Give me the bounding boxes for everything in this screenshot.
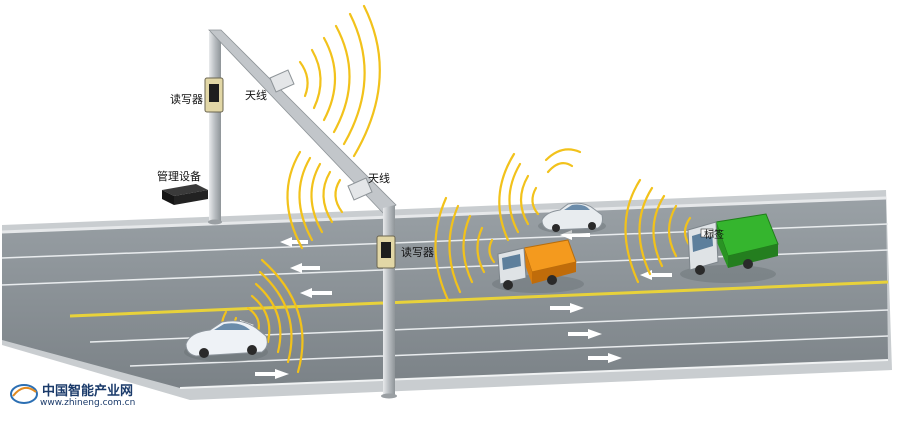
waves-antenna-mid: [286, 150, 344, 250]
reader-mid: [376, 235, 396, 269]
truck-green: [680, 213, 779, 283]
label-antenna-mid: 天线: [368, 172, 390, 185]
arrow-right-1: [550, 303, 584, 313]
arrow-right-2: [568, 329, 602, 339]
arrow-left-4: [640, 270, 672, 280]
arrow-right-3: [588, 353, 622, 363]
label-antenna-top: 天线: [245, 89, 267, 102]
waves-truck-orange: [434, 196, 496, 302]
logo-mark-icon: [10, 384, 38, 404]
car-white-left: [184, 320, 268, 362]
management-device: [162, 184, 208, 205]
reader-top: [204, 77, 224, 113]
logo-url: www.zhineng.com.cn: [40, 398, 136, 408]
truck-orange: [492, 239, 584, 293]
label-tag: 标签: [704, 230, 724, 241]
antenna-mid: [347, 177, 373, 201]
label-reader-mid: 读写器: [401, 246, 434, 259]
arrow-left-3: [300, 288, 332, 298]
arrow-left-5: [560, 230, 590, 240]
arrow-right-4: [255, 369, 289, 379]
arrow-left-1: [280, 237, 308, 247]
label-reader-top: 读写器: [170, 93, 203, 106]
arrow-left-2: [290, 263, 320, 273]
waves-car-top: [498, 148, 582, 242]
logo-title: 中国智能产业网: [42, 384, 134, 399]
antenna-top: [269, 69, 295, 93]
rfid-tag: [700, 228, 714, 238]
label-management-device: 管理设备: [157, 170, 201, 183]
waves-antenna-top: [298, 4, 381, 158]
car-white-top: [538, 202, 606, 234]
